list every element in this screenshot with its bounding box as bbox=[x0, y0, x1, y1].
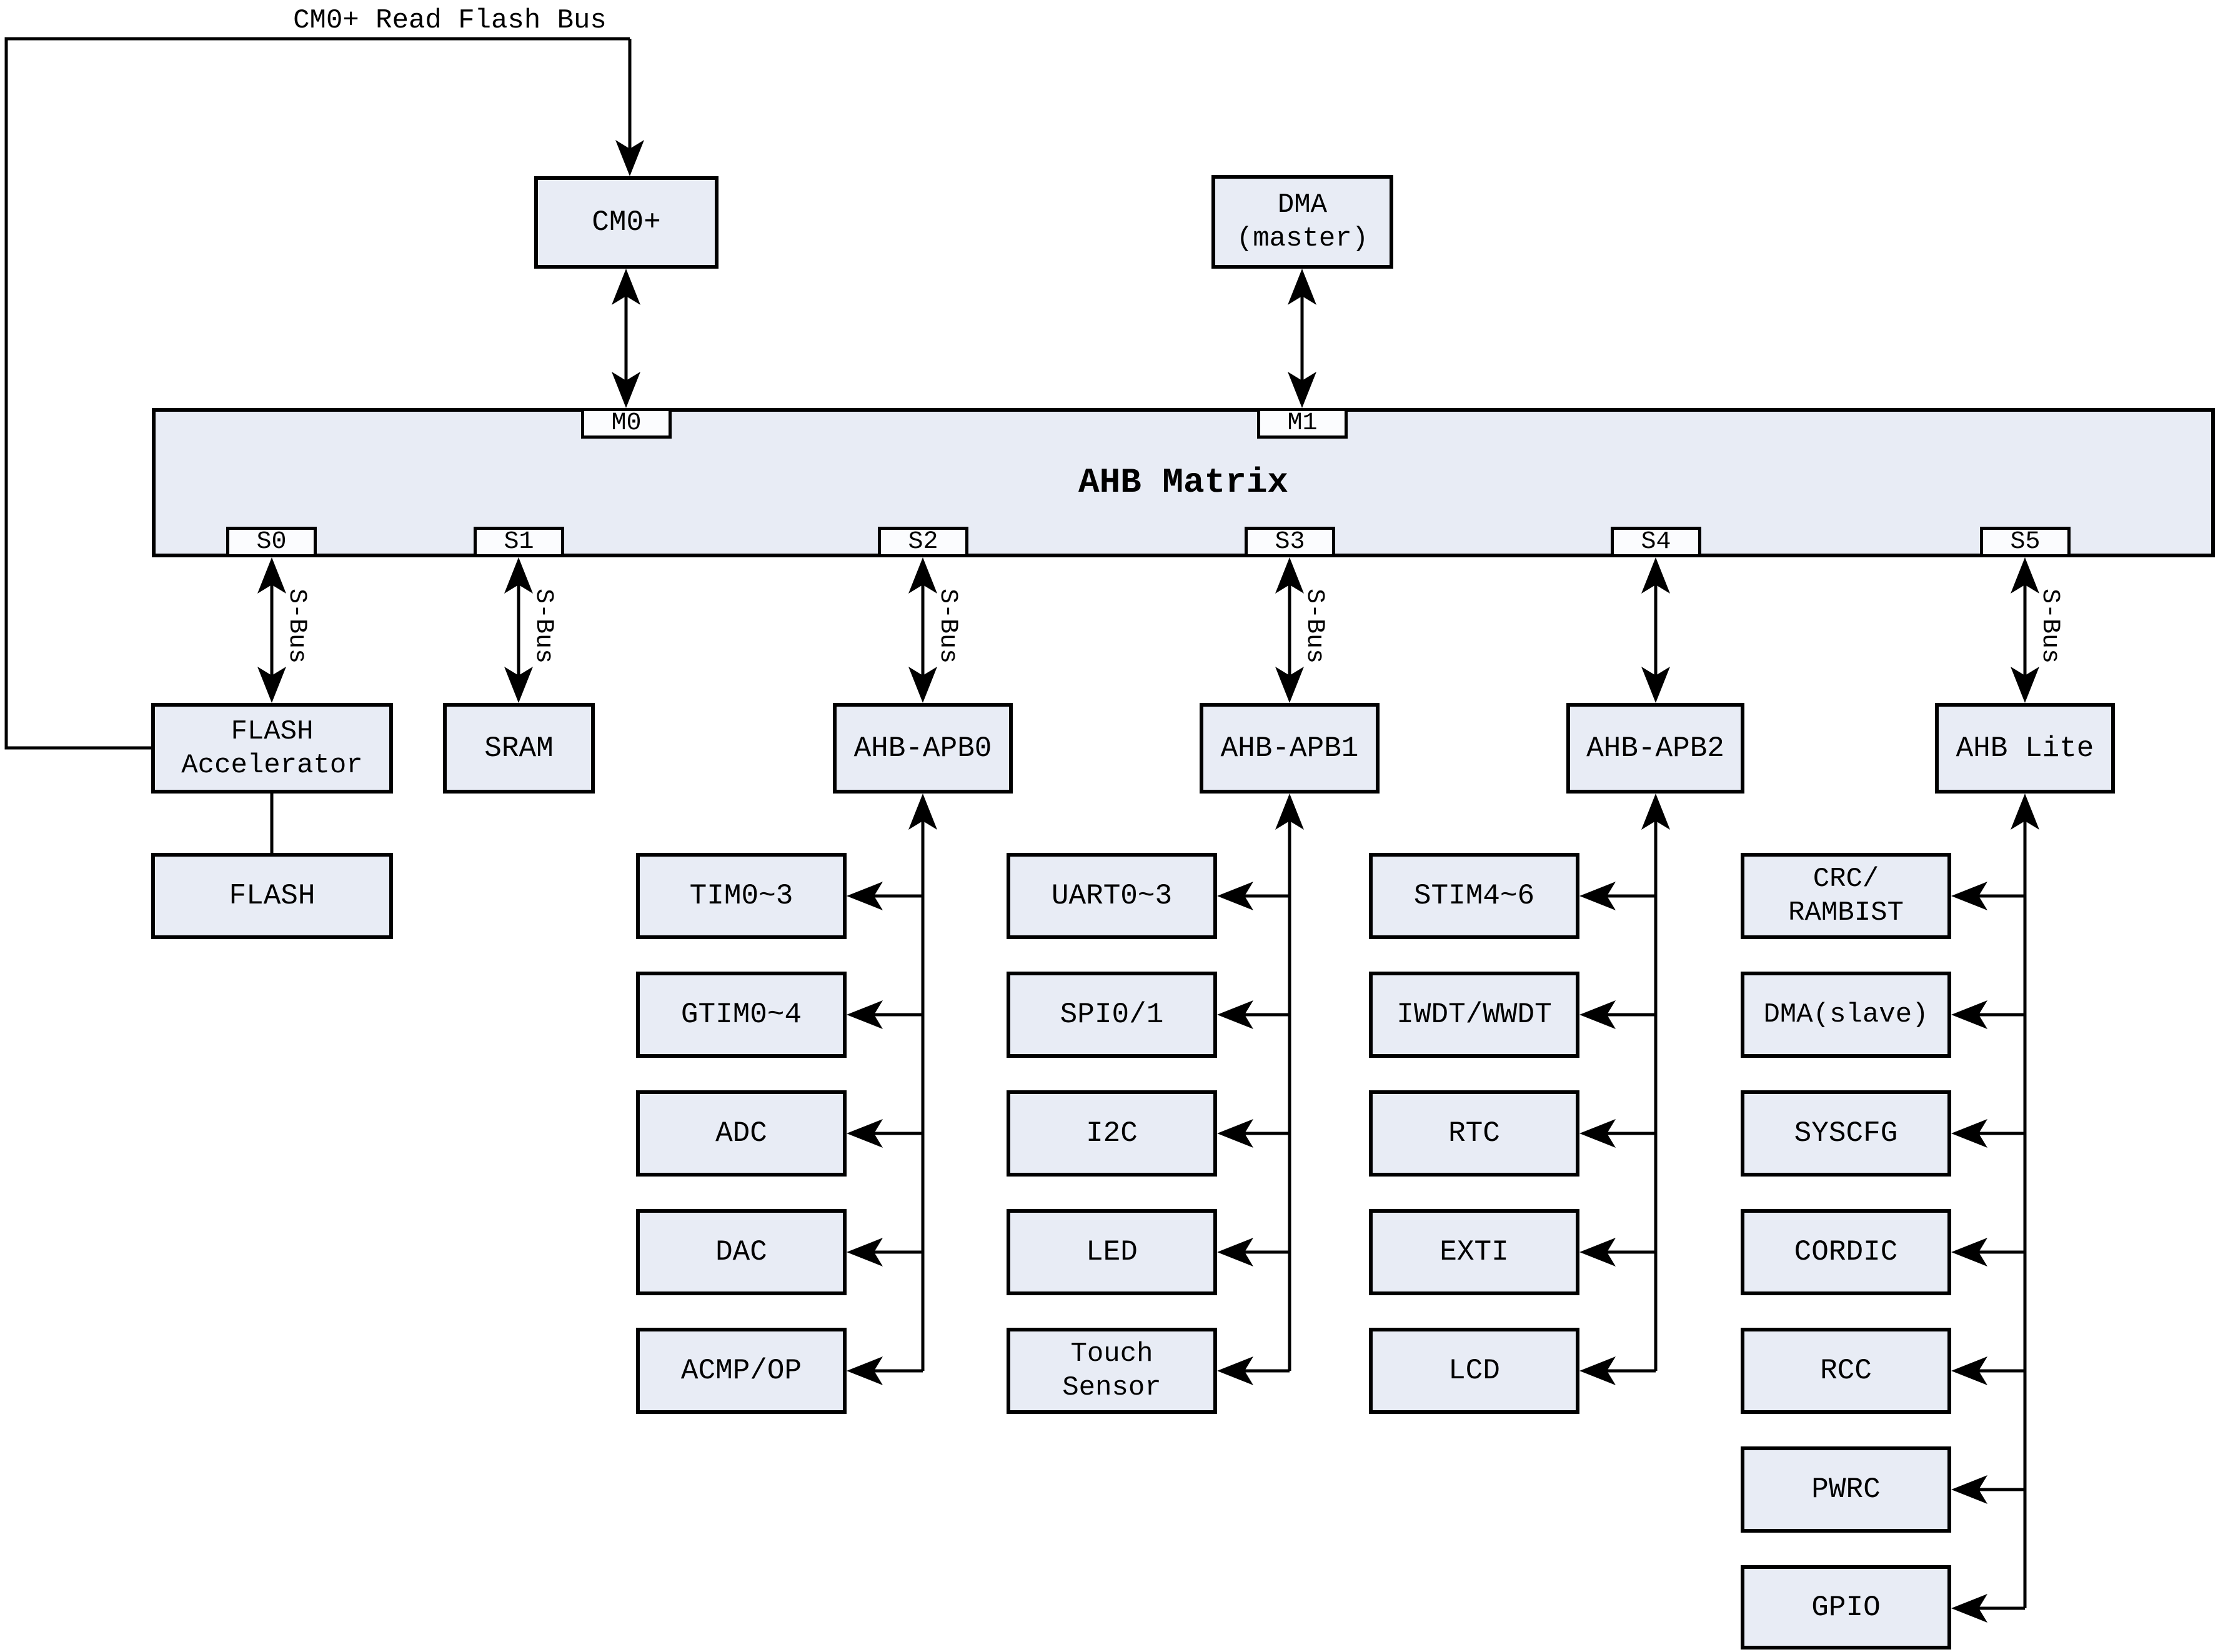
cm0-read-flash-bus-wire bbox=[4, 37, 644, 750]
port-s3: S3 bbox=[1245, 527, 1335, 557]
node-exti: EXTI bbox=[1369, 1209, 1579, 1295]
node-dma-master: DMA (master) bbox=[1211, 175, 1393, 269]
node-syscfg: SYSCFG bbox=[1741, 1090, 1951, 1177]
ahb-matrix-title: AHB Matrix bbox=[1078, 462, 1289, 502]
port-s1: S1 bbox=[474, 527, 564, 557]
node-ahb-apb1: AHB-APB1 bbox=[1200, 703, 1380, 794]
ahb-lite-trunk bbox=[1951, 794, 2039, 1623]
s1-sram-arrow bbox=[504, 557, 533, 703]
node-pwrc: PWRC bbox=[1741, 1446, 1951, 1533]
node-cordic: CORDIC bbox=[1741, 1209, 1951, 1295]
node-acmp-op: ACMP/OP bbox=[636, 1328, 847, 1414]
port-m1: M1 bbox=[1257, 408, 1348, 439]
node-ahb-apb2: AHB-APB2 bbox=[1566, 703, 1744, 794]
node-dma-slave: DMA(slave) bbox=[1741, 972, 1951, 1058]
node-uart0-3: UART0~3 bbox=[1007, 853, 1217, 939]
sbus-label-s5: S-Bus bbox=[2036, 589, 2064, 664]
port-s5: S5 bbox=[1980, 527, 2071, 557]
node-tim0-3: TIM0~3 bbox=[636, 853, 847, 939]
node-rcc: RCC bbox=[1741, 1328, 1951, 1414]
node-cm0: CM0+ bbox=[534, 176, 719, 269]
node-stim4-6: STIM4~6 bbox=[1369, 853, 1579, 939]
port-s2: S2 bbox=[878, 527, 968, 557]
port-s0: S0 bbox=[226, 527, 317, 557]
node-ahb-lite: AHB Lite bbox=[1935, 703, 2115, 794]
node-iwdt-wwdt: IWDT/WWDT bbox=[1369, 972, 1579, 1058]
dma-m1-arrow bbox=[1288, 269, 1316, 408]
sbus-label-s2: S-Bus bbox=[933, 589, 962, 664]
apb2-trunk bbox=[1579, 794, 1670, 1385]
port-m0: M0 bbox=[581, 408, 672, 439]
apb0-trunk bbox=[847, 794, 937, 1385]
sbus-label-s1: S-Bus bbox=[529, 589, 557, 664]
s2-apb0-arrow bbox=[908, 557, 937, 703]
node-led: LED bbox=[1007, 1209, 1217, 1295]
node-adc: ADC bbox=[636, 1090, 847, 1177]
s0-flash-accelerator-arrow bbox=[257, 557, 286, 703]
sbus-label-s0: S-Bus bbox=[282, 589, 311, 664]
sbus-label-s3: S-Bus bbox=[1300, 589, 1328, 664]
node-ahb-apb0: AHB-APB0 bbox=[833, 703, 1013, 794]
node-dac: DAC bbox=[636, 1209, 847, 1295]
node-crc-rambist: CRC/ RAMBIST bbox=[1741, 853, 1951, 939]
top-bus-label: CM0+ Read Flash Bus bbox=[293, 5, 607, 36]
apb1-trunk bbox=[1217, 794, 1304, 1385]
node-flash-accelerator: FLASH Accelerator bbox=[151, 703, 393, 794]
s5-ahb-lite-arrow bbox=[2011, 557, 2039, 703]
node-gtim0-4: GTIM0~4 bbox=[636, 972, 847, 1058]
s3-apb1-arrow bbox=[1275, 557, 1304, 703]
node-rtc: RTC bbox=[1369, 1090, 1579, 1177]
node-touch-sensor: Touch Sensor bbox=[1007, 1328, 1217, 1414]
s4-apb2-arrow bbox=[1641, 557, 1670, 703]
node-flash: FLASH bbox=[151, 853, 393, 939]
node-gpio: GPIO bbox=[1741, 1565, 1951, 1650]
node-spi0-1: SPI0/1 bbox=[1007, 972, 1217, 1058]
node-sram: SRAM bbox=[443, 703, 595, 794]
node-lcd: LCD bbox=[1369, 1328, 1579, 1414]
cm0-m0-arrow bbox=[612, 269, 640, 408]
node-i2c: I2C bbox=[1007, 1090, 1217, 1177]
port-s4: S4 bbox=[1611, 527, 1701, 557]
